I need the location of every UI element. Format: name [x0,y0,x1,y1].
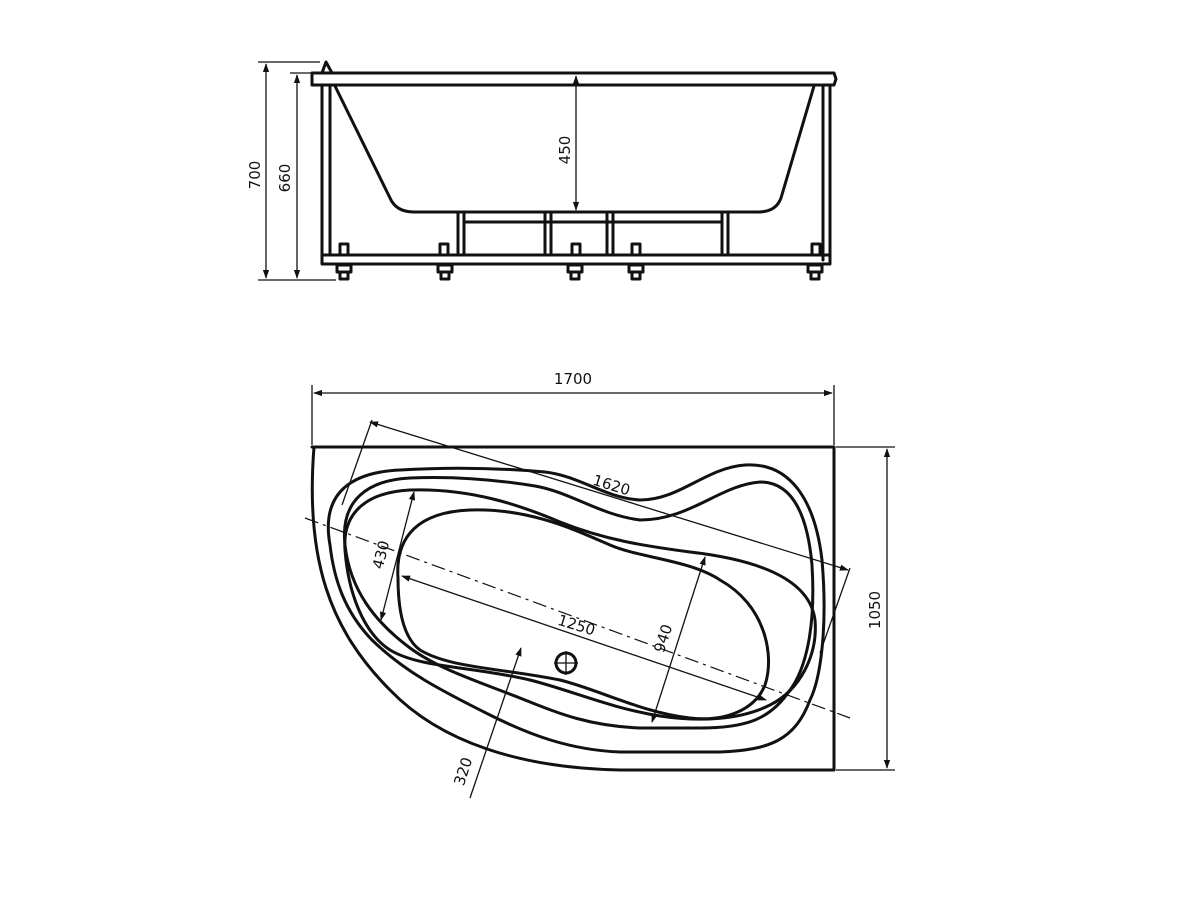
adjustable-feet [335,263,824,281]
dim-width: 1050 [836,446,895,771]
tub-bowl [333,84,816,214]
dim-940-label: 940 [650,622,676,655]
dim-height-rim: 660 [276,72,312,279]
dim-700-label: 700 [246,161,264,190]
dim-450-label: 450 [556,136,574,165]
dim-inner-width-wide: 940 [650,556,706,723]
inner-rim-contour [342,475,815,730]
dim-1050-label: 1050 [866,591,884,629]
dim-height-total: 700 [246,61,336,281]
dim-diagonal: 1620 [341,419,851,654]
tub-rim [310,71,838,87]
side-view: 700 660 450 [246,60,838,281]
rim-lip [320,60,334,75]
drain-icon [554,651,578,675]
dim-660-label: 660 [276,164,294,193]
dim-1700-label: 1700 [554,370,592,388]
dim-320-label: 320 [450,755,476,788]
support-frame [320,84,832,266]
top-view: 1700 1050 1620 1250 430 940 [304,370,895,799]
dim-inner-length: 1250 [401,575,767,701]
dim-depth: 450 [556,75,580,211]
dim-length: 1700 [311,370,835,445]
basin-bottom [396,508,771,721]
tub-outline [310,445,836,772]
rim-contour [326,463,826,754]
dim-430-label: 430 [369,539,393,571]
